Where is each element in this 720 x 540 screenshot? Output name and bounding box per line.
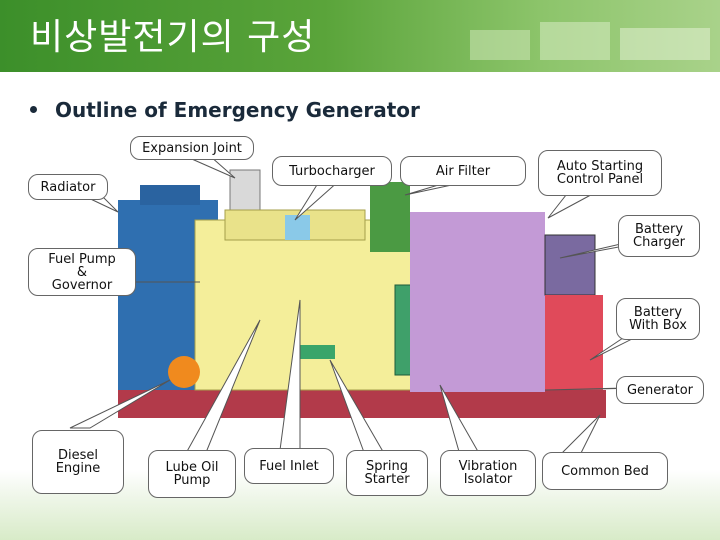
callout-expansion-joint: Expansion Joint: [130, 136, 254, 160]
air-filter: [370, 182, 410, 252]
outline-heading: Outline of Emergency Generator: [30, 98, 420, 122]
generator-body: [410, 212, 545, 392]
common-bed: [118, 390, 606, 418]
page-title: 비상발전기의 구성: [30, 17, 316, 58]
callout-fuel-pump: Fuel Pump & Governor: [28, 248, 136, 296]
callout-radiator: Radiator: [28, 174, 108, 200]
callout-vibration-isolator: Vibration Isolator: [440, 450, 536, 496]
callout-generator: Generator: [616, 376, 704, 404]
turbocharger: [285, 215, 310, 240]
battery-box: [545, 295, 603, 390]
callout-spring-starter: Spring Starter: [346, 450, 428, 496]
bullet-dot: [30, 106, 37, 113]
callout-turbocharger: Turbocharger: [272, 156, 392, 186]
callout-diesel-engine: Diesel Engine: [32, 430, 124, 494]
title-bar: 비상발전기의 구성: [0, 0, 720, 72]
fuel-pipe: [295, 345, 335, 359]
outline-heading-text: Outline of Emergency Generator: [55, 98, 420, 122]
callout-air-filter: Air Filter: [400, 156, 526, 186]
fuel-pump-wheel: [168, 356, 200, 388]
radiator-top: [140, 185, 200, 205]
callout-battery-charger: Battery Charger: [618, 215, 700, 257]
callout-battery-box: Battery With Box: [616, 298, 700, 340]
header-decoration: [470, 22, 710, 60]
callout-fuel-inlet: Fuel Inlet: [244, 448, 334, 484]
callout-auto-starting-panel: Auto Starting Control Panel: [538, 150, 662, 196]
battery-charger: [544, 234, 596, 296]
callout-lube-oil-pump: Lube Oil Pump: [148, 450, 236, 498]
callout-common-bed: Common Bed: [542, 452, 668, 490]
